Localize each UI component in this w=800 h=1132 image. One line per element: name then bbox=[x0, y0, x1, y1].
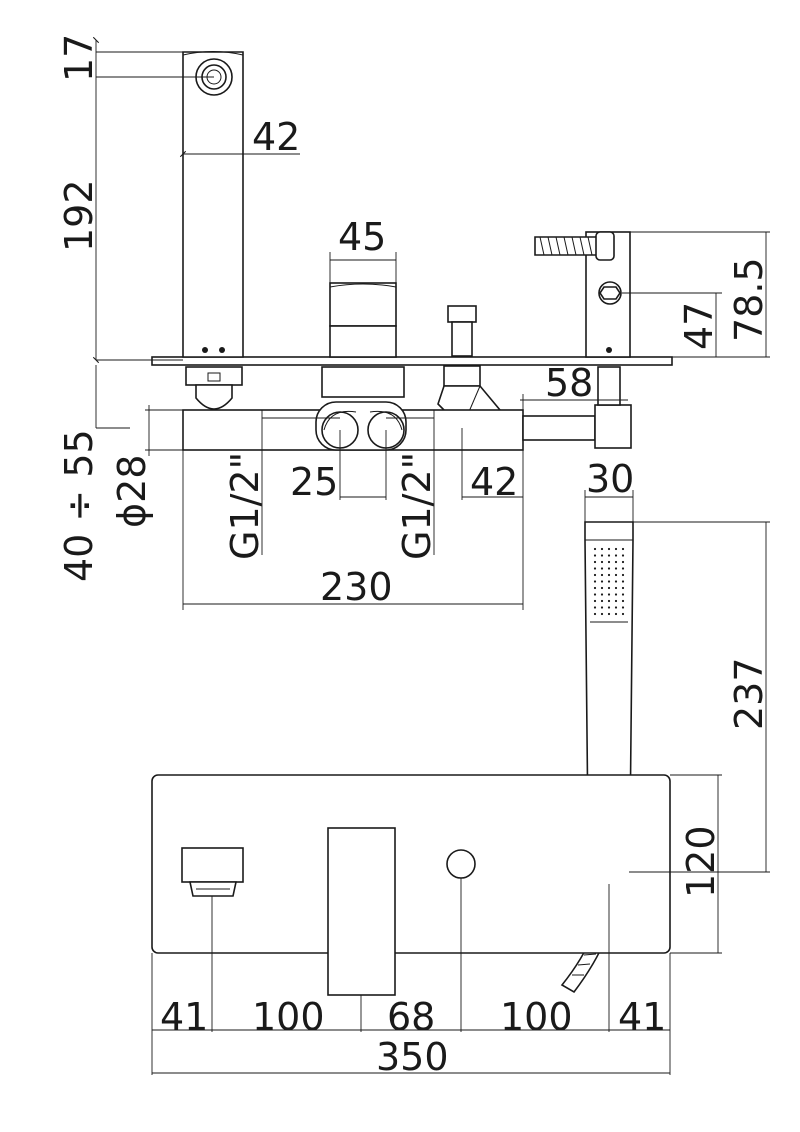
dim-42-spout: 42 bbox=[252, 115, 300, 159]
dim-30: 30 bbox=[586, 457, 634, 501]
dim-78-5: 78.5 bbox=[727, 257, 771, 342]
dimension-lines bbox=[92, 36, 770, 1075]
dim-g12-left: G1/2" bbox=[223, 452, 267, 560]
front-spout bbox=[181, 847, 244, 897]
dim-230: 230 bbox=[320, 565, 393, 609]
dim-42-body: 42 bbox=[470, 460, 518, 504]
nozzle-grid bbox=[593, 547, 625, 616]
front-view bbox=[151, 774, 671, 996]
dim-41-right: 41 bbox=[618, 995, 666, 1039]
dim-45: 45 bbox=[338, 215, 386, 259]
hose-outlet bbox=[522, 366, 632, 449]
dimension-labels: 17 42 192 45 78.5 47 58 40 ÷ 55 ϕ28 G1/2… bbox=[57, 34, 771, 1079]
dim-40-55: 40 ÷ 55 bbox=[57, 429, 101, 582]
front-lever bbox=[327, 827, 396, 996]
deck-plate bbox=[151, 356, 673, 366]
spout-connector bbox=[185, 366, 243, 410]
dim-phi-28: ϕ28 bbox=[110, 455, 154, 528]
front-diverter-knob bbox=[446, 849, 476, 879]
mixer-cartridge bbox=[321, 282, 405, 398]
front-plate bbox=[151, 774, 671, 954]
dim-237: 237 bbox=[727, 657, 771, 730]
dim-47: 47 bbox=[677, 302, 721, 350]
dim-192: 192 bbox=[57, 179, 101, 252]
dim-g12-right: G1/2" bbox=[395, 452, 439, 560]
dim-100-left: 100 bbox=[252, 995, 325, 1039]
shower-holder bbox=[534, 231, 631, 358]
side-view bbox=[151, 51, 673, 451]
mixer-body bbox=[182, 401, 524, 451]
dim-100-right: 100 bbox=[500, 995, 573, 1039]
dim-41-left: 41 bbox=[160, 995, 208, 1039]
dim-68: 68 bbox=[387, 995, 435, 1039]
dim-58: 58 bbox=[545, 361, 593, 405]
dim-120: 120 bbox=[679, 825, 723, 898]
dim-25: 25 bbox=[290, 460, 338, 504]
dim-350: 350 bbox=[376, 1035, 449, 1079]
dim-17: 17 bbox=[57, 34, 101, 82]
spout bbox=[182, 51, 244, 358]
